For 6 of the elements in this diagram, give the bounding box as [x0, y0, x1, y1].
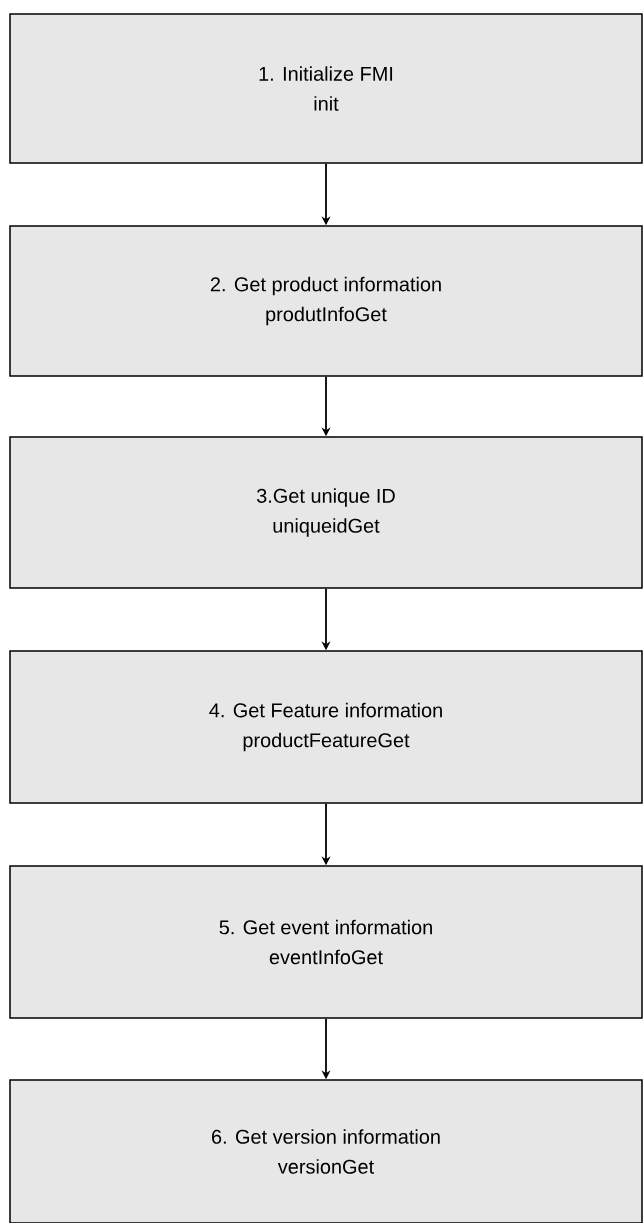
process-box: 6. Get version information versionGet [9, 1079, 643, 1223]
process-box: 5. Get event information eventInfoGet [9, 865, 643, 1019]
process-box: 1. Initialize FMI init [9, 13, 643, 164]
process-box: 4. Get Feature information productFeatureGet [9, 650, 643, 804]
process-box: 3.Get unique ID uniqueidGet [9, 436, 643, 589]
process-box: 2. Get product information produtInfoGet [9, 225, 643, 377]
